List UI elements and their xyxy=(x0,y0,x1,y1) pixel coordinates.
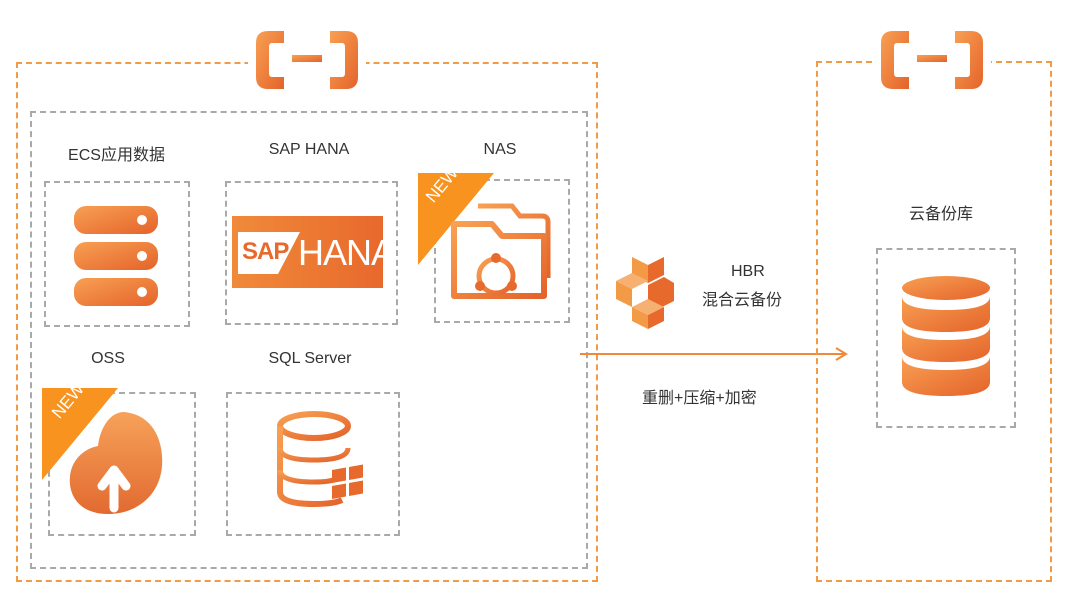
backup-vault-label: 云备份库 xyxy=(908,206,973,223)
oss-new-badge xyxy=(42,388,118,480)
sql-server-label: SQL Server xyxy=(268,350,352,367)
nas-new-badge xyxy=(418,173,494,265)
sap-hana-logo: SAP HANA xyxy=(232,216,395,288)
backup-vault-card xyxy=(876,248,1016,428)
transfer-features-label: 重删+压缩+加密 xyxy=(642,390,757,407)
sap-hana-label: SAP HANA xyxy=(268,141,350,158)
server-stack-icon xyxy=(74,206,158,306)
oss-label: OSS xyxy=(91,350,125,367)
nas-card xyxy=(434,179,570,323)
sap-hana-card xyxy=(225,181,398,325)
sql-server-card xyxy=(226,392,400,536)
database-windows-icon xyxy=(277,411,363,508)
hana-logo-text: HANA xyxy=(298,232,395,273)
nas-label: NAS xyxy=(483,141,517,158)
sap-logo-text: SAP xyxy=(242,238,289,265)
cloud-upload-icon xyxy=(69,412,163,514)
database-icon xyxy=(902,276,990,396)
folder-share-icon xyxy=(451,203,551,299)
ecs-label: ECS应用数据 xyxy=(68,147,165,164)
sources-group-frame xyxy=(30,111,588,569)
hbr-subtitle: 混合云备份 xyxy=(702,292,783,309)
hbr-name: HBR xyxy=(731,263,765,280)
ecs-card xyxy=(44,181,190,327)
cloud-logo-icon-right xyxy=(873,25,991,95)
cloud-logo-icon xyxy=(248,25,366,95)
backup-flow-arrow xyxy=(580,347,848,361)
hbr-logo-icon xyxy=(616,257,674,329)
